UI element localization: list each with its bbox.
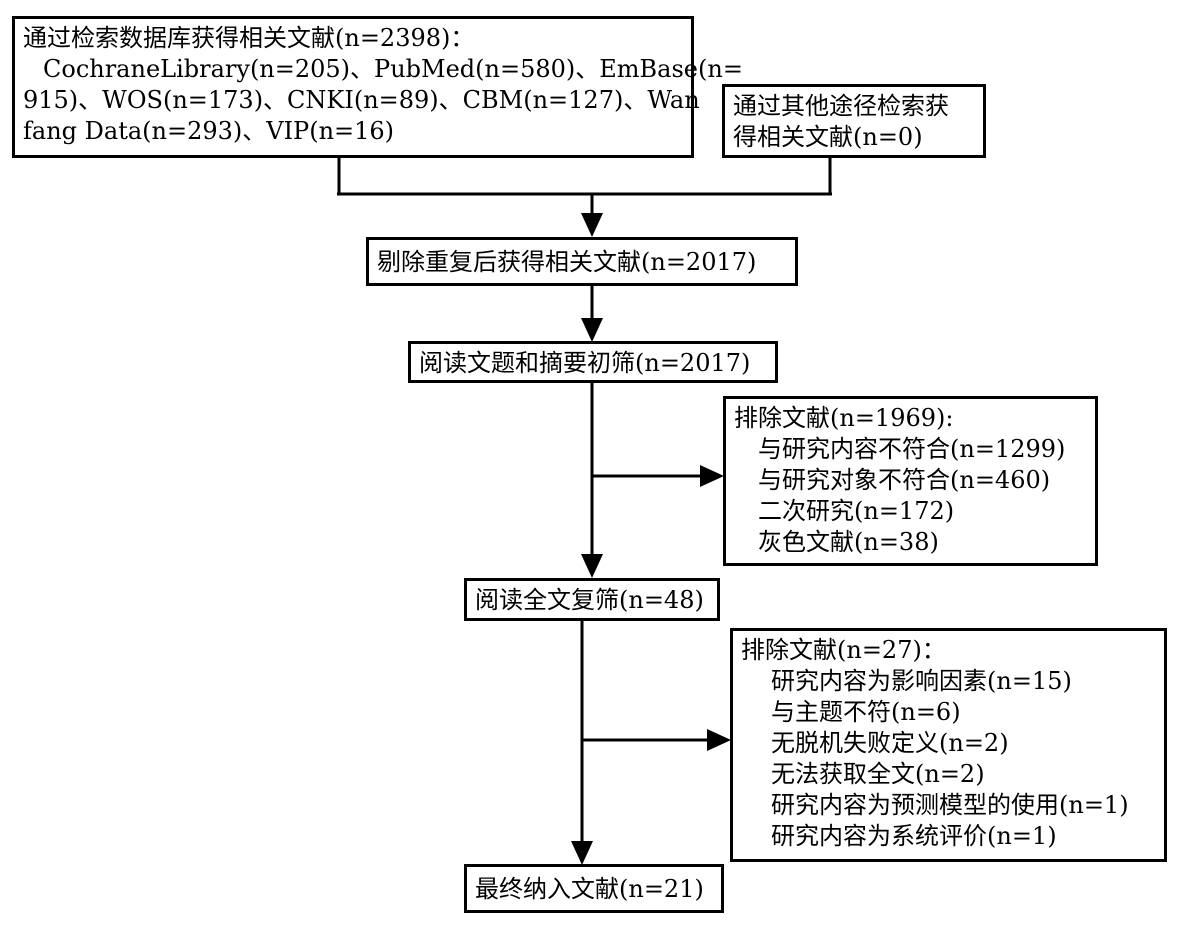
after-dedup-label: 剔除重复后获得相关文献(n=2017) (377, 248, 757, 276)
full-text-label: 阅读全文复筛(n=48) (475, 586, 704, 614)
search-databases-line: 915)、WOS(n=173)、CNKI(n=89)、CBM(n=127)、Wa… (23, 86, 700, 114)
exclude-2-heading: 排除文献(n=27)： (741, 636, 946, 664)
exclude-1-heading: 排除文献(n=1969): (734, 404, 954, 432)
exclude-1-item: 与研究对象不符合(n=460) (758, 466, 1051, 494)
exclude-2-item: 无脱机失败定义(n=2) (771, 729, 1009, 757)
arrowhead-to-dedup (581, 213, 603, 237)
exclude-2-item: 研究内容为预测模型的使用(n=1) (771, 791, 1129, 819)
other-sources-line: 得相关文献(n=0) (733, 123, 923, 151)
exclude-1-item: 二次研究(n=172) (758, 497, 955, 525)
title-abstract-label: 阅读文题和摘要初筛(n=2017) (419, 349, 751, 377)
search-databases-box: 通过检索数据库获得相关文献(n=2398)： CochraneLibrary(n… (12, 16, 743, 158)
exclude-2-item: 与主题不符(n=6) (771, 698, 961, 726)
arrowhead-to-title-abstract (581, 318, 603, 342)
full-text-box: 阅读全文复筛(n=48) (464, 578, 720, 621)
after-dedup-box: 剔除重复后获得相关文献(n=2017) (366, 237, 798, 286)
search-databases-line: fang Data(n=293)、VIP(n=16) (23, 117, 395, 145)
exclude-1-item: 与研究内容不符合(n=1299) (758, 435, 1066, 463)
exclude-1-box: 排除文献(n=1969): 与研究内容不符合(n=1299) 与研究对象不符合(… (723, 396, 1098, 566)
final-included-label: 最终纳入文献(n=21) (475, 875, 704, 903)
exclude-1-item: 灰色文献(n=38) (758, 528, 939, 556)
arrowhead-to-exclude-1 (700, 465, 724, 487)
exclude-2-item: 研究内容为系统评价(n=1) (771, 822, 1057, 850)
arrowhead-to-full-text (581, 554, 603, 578)
title-abstract-box: 阅读文题和摘要初筛(n=2017) (408, 341, 778, 383)
final-included-box: 最终纳入文献(n=21) (464, 864, 724, 913)
other-sources-line: 通过其他途径检索获 (733, 92, 949, 120)
arrowhead-to-final (571, 841, 593, 865)
exclude-2-item: 研究内容为影响因素(n=15) (771, 667, 1072, 695)
search-databases-line: CochraneLibrary(n=205)、PubMed(n=580)、EmB… (43, 55, 743, 83)
exclude-2-box: 排除文献(n=27)： 研究内容为影响因素(n=15) 与主题不符(n=6) 无… (730, 628, 1167, 862)
exclude-2-item: 无法获取全文(n=2) (771, 760, 985, 788)
other-sources-box: 通过其他途径检索获 得相关文献(n=0) (722, 84, 986, 158)
arrowhead-to-exclude-2 (707, 729, 731, 751)
search-databases-heading: 通过检索数据库获得相关文献(n=2398)： (23, 24, 475, 52)
